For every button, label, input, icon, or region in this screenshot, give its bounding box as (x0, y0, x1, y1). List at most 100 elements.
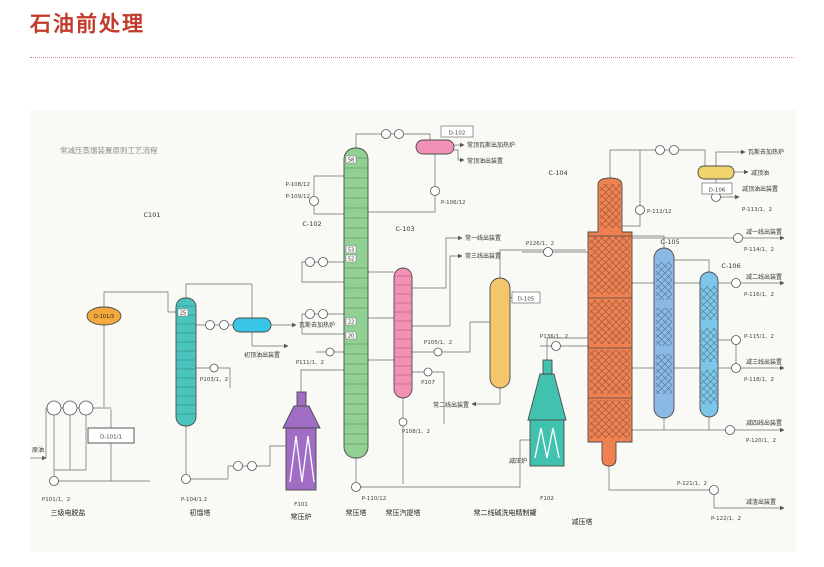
vac-furnace-stack (542, 359, 553, 375)
pump-icon (551, 341, 561, 351)
pump-icon (309, 196, 319, 206)
label-atm-top-gas: 常顶瓦斯出加热炉 (467, 141, 515, 149)
label-c105: C-105 (660, 238, 679, 246)
diagram-title: 常减压蒸馏装置原则工艺流程 (60, 145, 158, 155)
label-box-d102 (440, 125, 474, 138)
label-d101-1: D-101/1 (100, 435, 122, 441)
label-atm-1: 常一线出装置 (465, 234, 501, 242)
label-c104: C-104 (548, 169, 567, 177)
label-vac-2: 减二线出装置 (746, 273, 782, 281)
pump-icons (49, 186, 743, 495)
label-c103: C-103 (395, 225, 414, 233)
heat-exchanger-icon (219, 320, 229, 330)
packing-section (701, 370, 717, 404)
atm-furnace-stack (296, 391, 307, 407)
atm-overhead-drum-d102 (415, 139, 455, 155)
label-c106: C-106 (721, 262, 740, 270)
pump-icon (325, 347, 335, 357)
label-p105: P105/1、2 (424, 340, 452, 346)
label-init-top-oil: 初顶油出装置 (244, 351, 280, 359)
atm-furnace-body (285, 427, 317, 491)
heat-exchanger-icon (318, 309, 328, 319)
label-vac-furnace: 减压炉 (509, 457, 527, 465)
stream-arrow (715, 149, 746, 166)
stream-arrow (454, 149, 465, 163)
tray-chip (345, 155, 357, 164)
heat-exchanger-icon (305, 309, 315, 319)
label-p111: P111/1、2 (296, 360, 324, 366)
label-vac-1: 减一线出装置 (746, 228, 782, 236)
label-p122: P-122/1、2 (711, 516, 741, 522)
label-atm-top-oil: 常顶油出装置 (467, 157, 503, 165)
label-d101-3: D-101/3 (94, 314, 114, 320)
labels: 常减压蒸馏装置原则工艺流程 C101 C-102 C-103 C-104 C-1… (32, 131, 784, 527)
label-initial-tower: 初馏塔 (190, 508, 211, 517)
packing-section (600, 184, 620, 228)
label-vac-top-oil-out: 减顶油出装置 (742, 185, 778, 193)
label-p118: P-118/1、2 (744, 377, 774, 383)
label-p121: P-121/1、2 (677, 481, 707, 487)
label-atm-furnace: 常压炉 (291, 512, 312, 521)
pump-icon (731, 278, 741, 288)
label-d105: D-105 (518, 297, 535, 303)
heat-exchanger-icon (205, 320, 215, 330)
tray-chip (345, 245, 357, 254)
pump-icon (725, 425, 735, 435)
heat-exchanger-icon (233, 461, 243, 471)
tray-number: 22 (348, 320, 354, 326)
label-vac-tower: 减压塔 (572, 517, 593, 526)
label-f102: F102 (540, 496, 554, 502)
label-vac-gas: 瓦斯去加热炉 (748, 148, 784, 156)
tray-lines-stripper (395, 275, 411, 385)
tray-chip (345, 331, 357, 340)
label-init-gas: 瓦斯去加热炉 (299, 321, 335, 329)
label-atm-2: 常二线出装置 (433, 401, 469, 409)
pump-icon (351, 482, 361, 492)
tray-number: 58 (348, 158, 354, 164)
heat-exchanger-icon (669, 145, 679, 155)
heat-exchanger-icon (305, 257, 315, 267)
packing-section (590, 350, 630, 394)
packing-dividers (588, 235, 632, 399)
pump-icon (209, 363, 219, 373)
heat-exchanger-icon (318, 257, 328, 267)
desalter-vessel-icon (78, 400, 94, 416)
packing-section (701, 286, 717, 320)
label-p116: P-116/1、2 (744, 292, 774, 298)
pump-icon (181, 474, 191, 484)
label-desalter: 三级电脱盐 (51, 508, 86, 517)
label-p103: P103/1、2 (200, 377, 228, 383)
pump-icon (423, 367, 433, 377)
pipe-segment (300, 133, 586, 488)
heat-exchanger-icon (247, 461, 257, 471)
label-d102: D-102 (449, 131, 466, 137)
drum-d101-1-box (87, 427, 135, 444)
pump-icon (635, 205, 645, 215)
packing-section (590, 236, 630, 294)
packing-section (701, 328, 717, 362)
pump-icon (543, 247, 553, 257)
label-d106: D-106 (709, 188, 726, 194)
atmospheric-tower-column (343, 147, 369, 459)
label-boxes (440, 125, 733, 304)
label-p114: P-114/1、2 (744, 247, 774, 253)
stream-arrow (412, 253, 463, 327)
tray-number: 53 (348, 248, 354, 254)
heat-exchanger-icon (655, 145, 665, 155)
label-p106: P-106/12 (441, 200, 466, 206)
label-c101: C101 (144, 211, 161, 219)
desalter-drum-d101-3 (86, 306, 122, 326)
pump-icon (398, 417, 408, 427)
pipe-segment (522, 149, 737, 508)
pipe-lines (45, 133, 737, 508)
initial-overhead-drum (232, 317, 272, 333)
tray-number-chips (177, 155, 357, 340)
packing-section (590, 300, 630, 344)
pipe-segment (45, 283, 286, 482)
label-p136: P136/1、2 (540, 334, 568, 340)
label-vac-4: 减四线出装置 (746, 419, 782, 427)
label-atm-stripper: 常压汽提塔 (386, 508, 421, 517)
separator (30, 57, 794, 58)
label-p108: P-108/12 (285, 182, 310, 188)
